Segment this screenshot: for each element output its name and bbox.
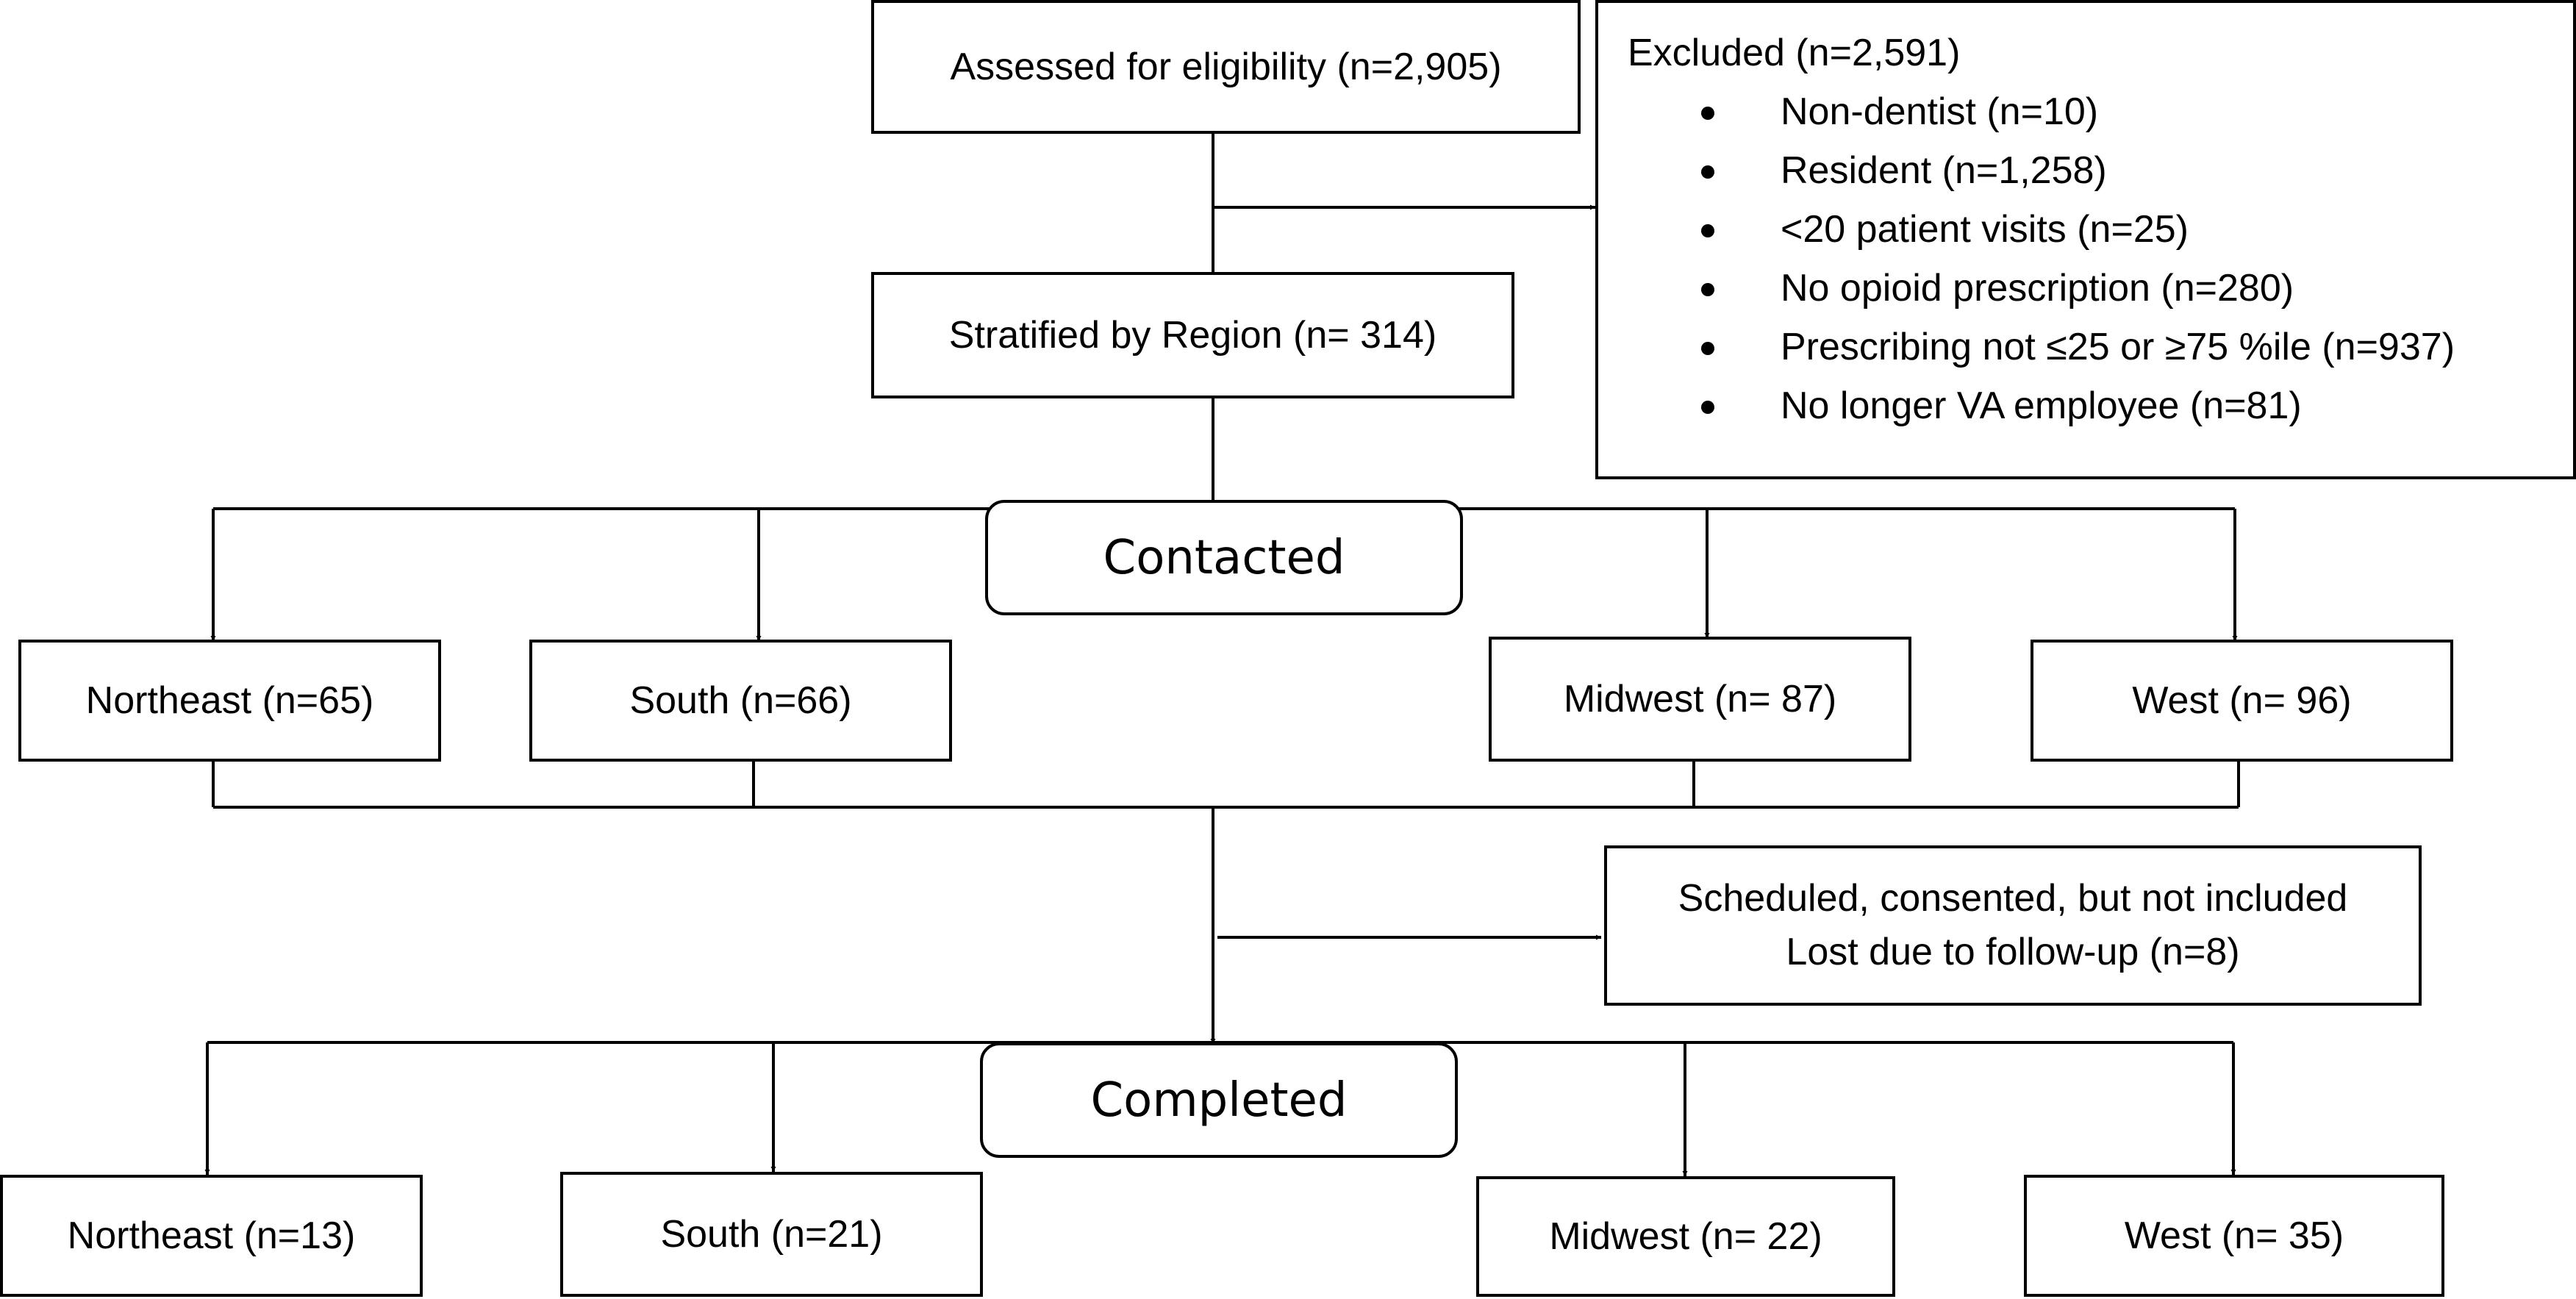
completed-west-box: West (n= 35) (2024, 1175, 2444, 1297)
contacted-box: Contacted (985, 500, 1463, 615)
contacted-midwest-box: Midwest (n= 87) (1489, 637, 1911, 762)
completed-label: Completed (1090, 1073, 1348, 1128)
excluded-item: Non-dentist (n=10) (1628, 82, 2573, 141)
not-included-line1: Scheduled, consented, but not included (1678, 877, 2348, 920)
completed-south-label: South (n=21) (660, 1213, 883, 1256)
completed-northeast-label: Northeast (n=13) (67, 1214, 356, 1257)
assessed-box: Assessed for eligibility (n=2,905) (871, 0, 1581, 134)
contacted-northeast-label: Northeast (n=65) (85, 679, 374, 722)
contacted-west-label: West (n= 96) (2132, 679, 2352, 722)
contacted-south-label: South (n=66) (629, 679, 852, 722)
completed-west-label: West (n= 35) (2124, 1214, 2344, 1257)
contacted-label: Contacted (1103, 530, 1345, 585)
contacted-west-box: West (n= 96) (2031, 640, 2453, 762)
not-included-line2: Lost due to follow-up (n=8) (1786, 931, 2240, 973)
stratified-box: Stratified by Region (n= 314) (871, 272, 1514, 398)
not-included-box: Scheduled, consented, but not included L… (1604, 845, 2422, 1006)
excluded-item: No opioid prescription (n=280) (1628, 259, 2573, 318)
completed-south-box: South (n=21) (560, 1172, 983, 1297)
completed-box: Completed (980, 1042, 1458, 1158)
contacted-northeast-box: Northeast (n=65) (18, 640, 441, 762)
excluded-item: Resident (n=1,258) (1628, 141, 2573, 200)
contacted-midwest-label: Midwest (n= 87) (1563, 678, 1837, 720)
completed-midwest-label: Midwest (n= 22) (1549, 1215, 1822, 1258)
contacted-south-box: South (n=66) (529, 640, 952, 762)
excluded-list: Non-dentist (n=10) Resident (n=1,258) <2… (1628, 82, 2573, 435)
excluded-item: <20 patient visits (n=25) (1628, 200, 2573, 259)
excluded-box: Excluded (n=2,591) Non-dentist (n=10) Re… (1595, 0, 2576, 479)
excluded-item: Prescribing not ≤25 or ≥75 %ile (n=937) (1628, 318, 2573, 376)
assessed-label: Assessed for eligibility (n=2,905) (950, 46, 1502, 88)
completed-midwest-box: Midwest (n= 22) (1476, 1176, 1895, 1297)
completed-northeast-box: Northeast (n=13) (0, 1175, 423, 1297)
excluded-title: Excluded (n=2,591) (1628, 32, 1961, 74)
excluded-item: No longer VA employee (n=81) (1628, 376, 2573, 435)
stratified-label: Stratified by Region (n= 314) (948, 314, 1437, 357)
